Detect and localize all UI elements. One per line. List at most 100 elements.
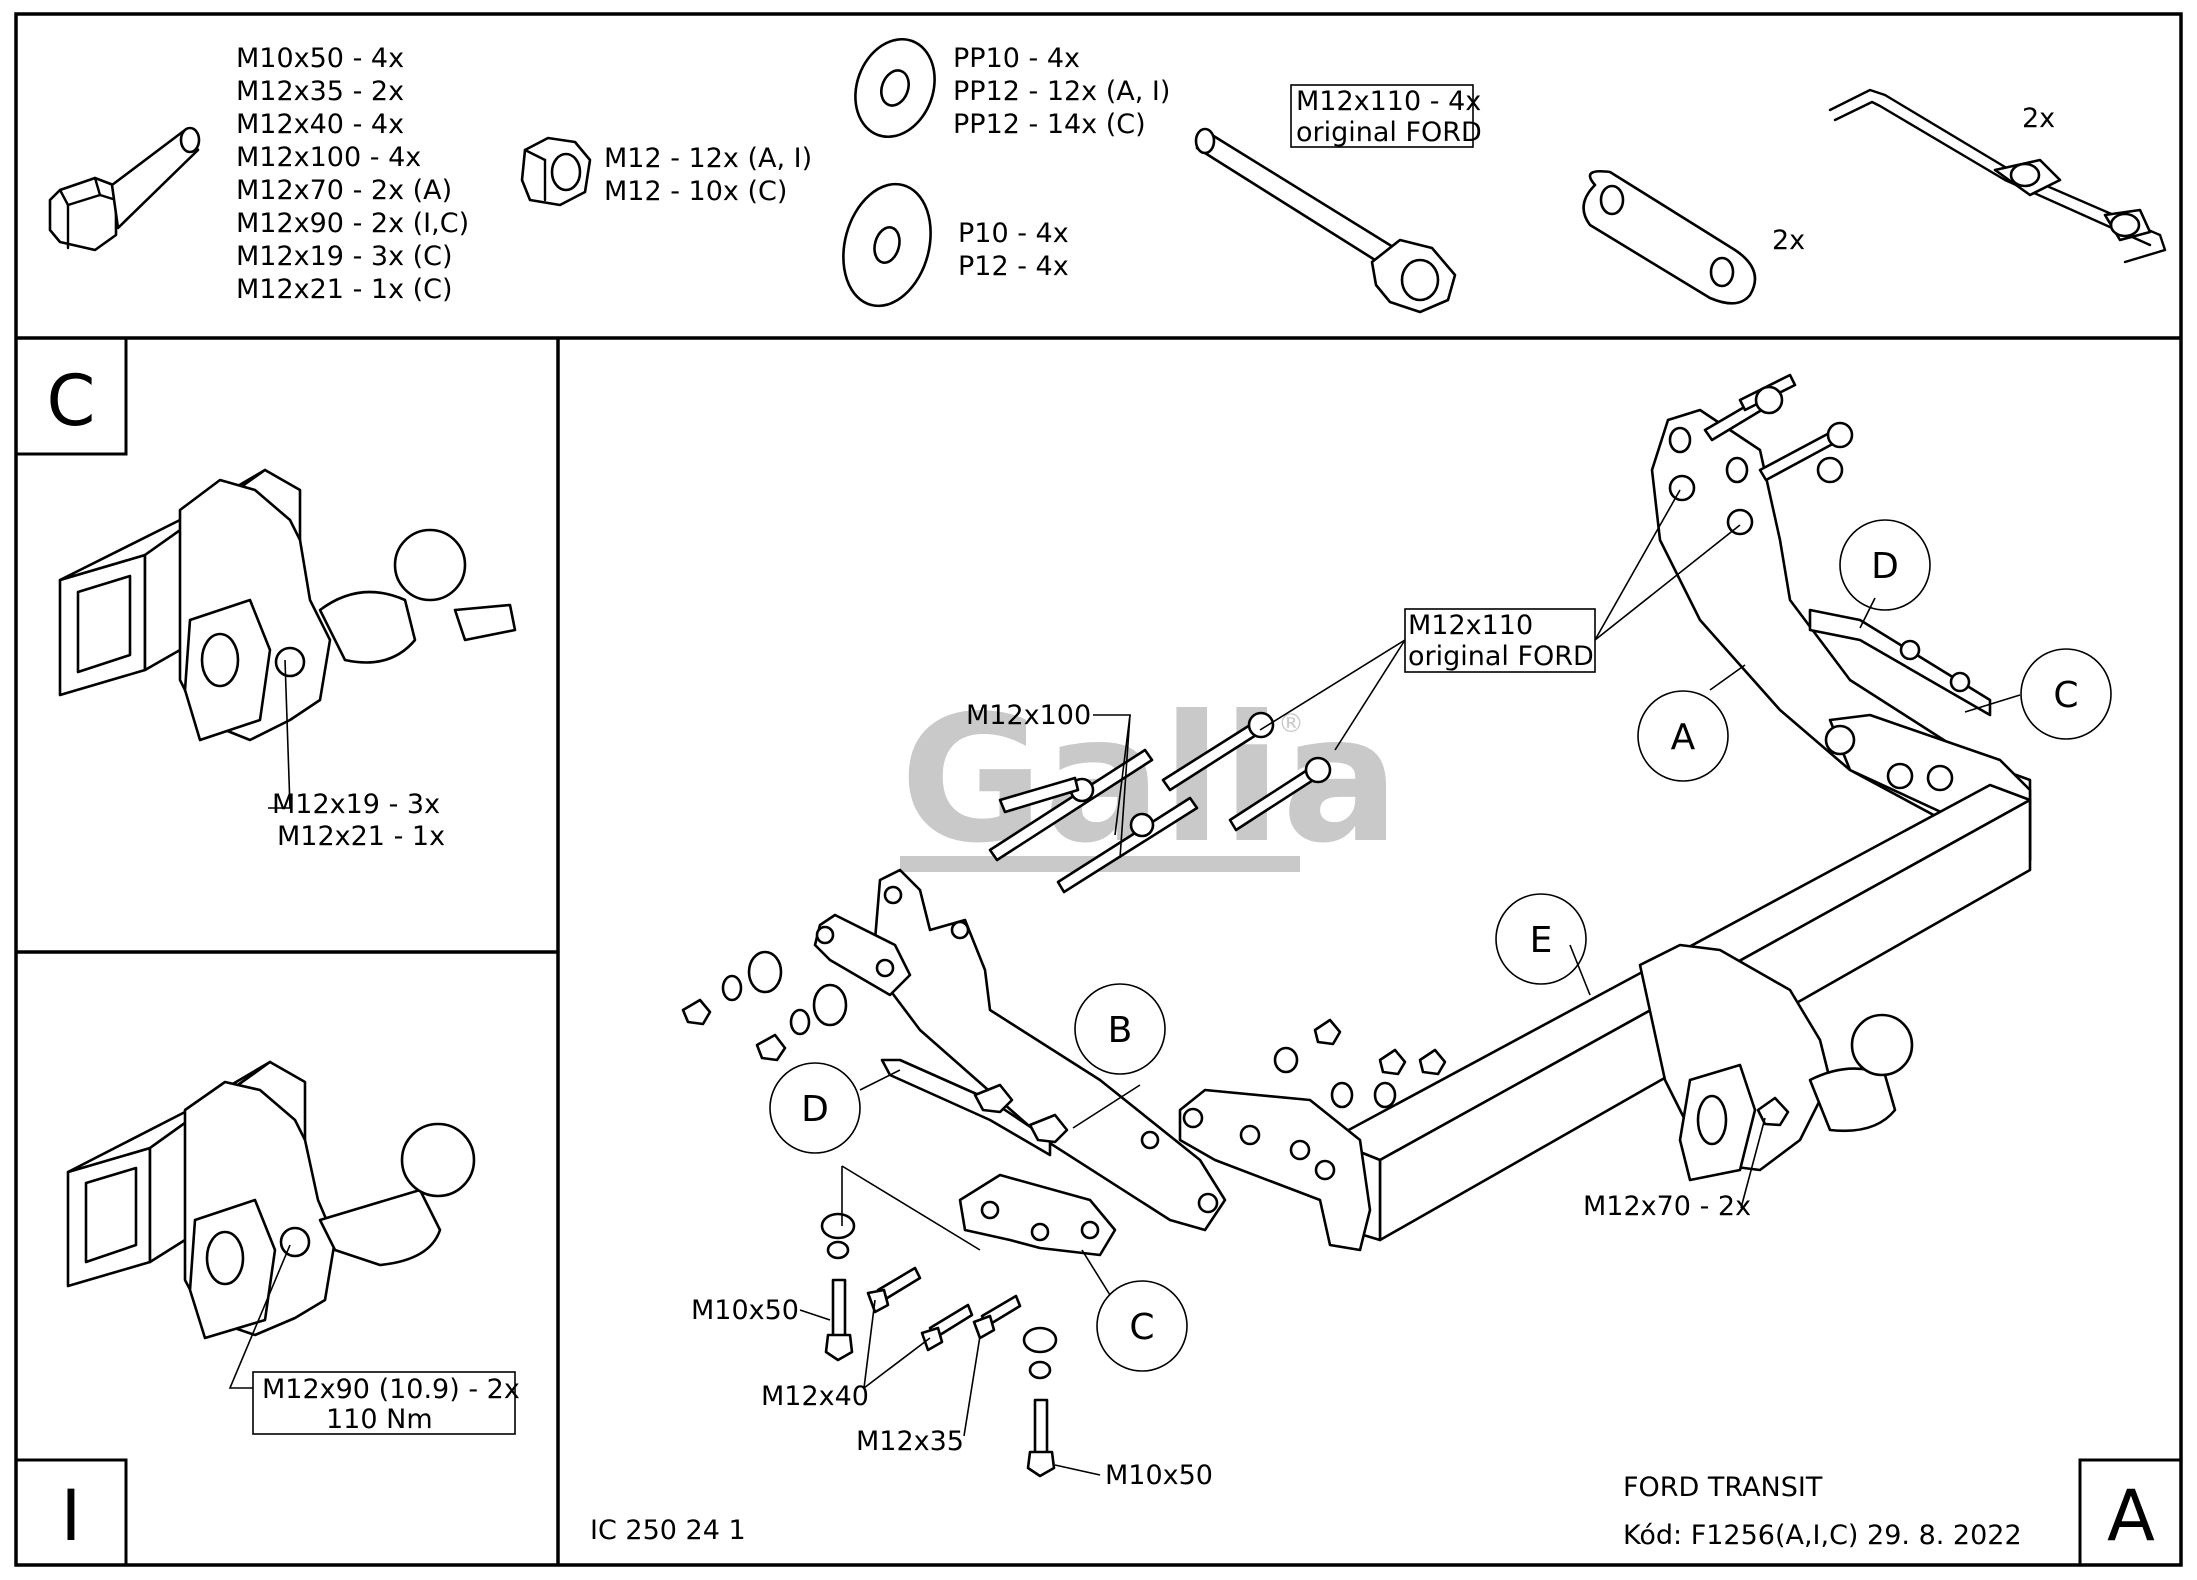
spring-washer-item-3: PP12 - 14x (C) (953, 109, 1146, 140)
bolt-item-6: M12x90 - 2x (I,C) (236, 208, 469, 239)
part-a-letter: A (1671, 717, 1696, 758)
flat-washer-icon (842, 182, 932, 308)
main-panel: Galia ® (590, 373, 2183, 1567)
panel-c-leader (268, 659, 291, 809)
bolt-item-8: M12x21 - 1x (C) (236, 274, 453, 305)
tow-hitch-i-drawing (66, 1060, 476, 1340)
hex-bolt-icon (48, 126, 201, 252)
part-d-left-letter: D (801, 1089, 829, 1130)
flat-washer-item-2: P12 - 4x (958, 251, 1069, 282)
m12x110-callout-1: M12x110 (1408, 610, 1533, 641)
panel-c-note-1: M12x19 - 3x (272, 789, 440, 820)
panel-i-note-box (252, 1371, 516, 1435)
part-c-lower-circle (1096, 1280, 1188, 1372)
spring-washer-list: PP10 - 4x PP12 - 12x (A, I) PP12 - 14x (… (953, 43, 1170, 140)
m12x110-leader-2 (1334, 639, 1406, 751)
ford-bolt-icon (1194, 127, 1457, 314)
panel-c-note-2: M12x21 - 1x (277, 821, 445, 852)
b-leader (1072, 1084, 1141, 1129)
spring-washer-icon (854, 37, 936, 139)
nut-item-2: M12 - 10x (C) (604, 176, 787, 207)
bolt-item-2: M12x35 - 2x (236, 76, 404, 107)
tow-hitch-c-drawing (58, 468, 517, 742)
a-leader (1709, 664, 1746, 691)
panel-c-label-box (14, 336, 128, 456)
vehicle-name: FORD TRANSIT (1623, 1472, 1823, 1503)
part-c-right-circle (2020, 648, 2112, 740)
bolt-item-4: M12x100 - 4x (236, 142, 421, 173)
m12x100-callout: M12x100 (966, 700, 1091, 731)
e-leader (1569, 944, 1591, 996)
m12x110-leader-4 (1594, 524, 1741, 641)
flat-washer-list: P10 - 4x P12 - 4x (958, 218, 1069, 282)
plate-qty: 2x (1772, 225, 1805, 256)
galia-watermark-reg: ® (1278, 709, 1304, 739)
part-letter-circles: D C A E B D C (769, 519, 2112, 1372)
d-left-leader (859, 1069, 901, 1091)
m12x40-callout: M12x40 (761, 1381, 869, 1412)
m12x35-callout: M12x35 (856, 1426, 964, 1457)
part-d-right-circle (1839, 519, 1931, 611)
panel-i-note-2: 110 Nm (326, 1404, 433, 1435)
panel-i-note-1: M12x90 (10.9) - 2x (262, 1374, 520, 1405)
main-label: A (2107, 1475, 2155, 1557)
ford-bolt-note: original FORD (1296, 117, 1482, 148)
flat-washer-item-1: P10 - 4x (958, 218, 1069, 249)
panel-c: C M12x19 - 3x M12x21 - 1x (14, 336, 517, 852)
panel-i: M12x90 (10.9) - 2x 110 Nm I (14, 1060, 520, 1567)
bolt-item-1: M10x50 - 4x (236, 43, 404, 74)
m10x50-a-leader (799, 1309, 831, 1321)
part-e-letter: E (1530, 920, 1553, 961)
c-right-leader (1964, 694, 2021, 713)
part-d-right-letter: D (1871, 546, 1899, 587)
spring-washer-item-2: PP12 - 12x (A, I) (953, 76, 1170, 107)
panel-i-label: I (61, 1475, 82, 1557)
m10x50-a-callout: M10x50 (691, 1295, 799, 1326)
nut-item-1: M12 - 12x (A, I) (604, 143, 812, 174)
m12x110-leader-3 (1594, 489, 1681, 641)
leader-lines (799, 489, 2021, 1476)
m12x110-callout-2: original FORD (1408, 641, 1594, 672)
m12x70-callout: M12x70 - 2x (1583, 1191, 1751, 1222)
m12x40-leader-2 (863, 1337, 931, 1389)
hex-nut-icon (520, 136, 592, 207)
nut-list: M12 - 12x (A, I) M12 - 10x (C) (604, 143, 812, 207)
bolt-item-3: M12x40 - 4x (236, 109, 404, 140)
parts-list-row: M10x50 - 4x M12x35 - 2x M12x40 - 4x M12x… (48, 37, 2167, 314)
drawing-code: IC 250 24 1 (590, 1515, 746, 1546)
flat-plate-icon (1582, 170, 1757, 305)
bolt-item-7: M12x19 - 3x (C) (236, 241, 453, 272)
panel-c-label: C (47, 360, 96, 442)
bracket-qty: 2x (2022, 103, 2055, 134)
part-c-right-letter: C (2053, 675, 2078, 716)
panel-i-label-box (14, 1458, 128, 1567)
m10x50-b-callout: M10x50 (1105, 1460, 1213, 1491)
part-a-circle (1637, 690, 1729, 782)
m12x110-box (1404, 608, 1596, 673)
part-c-lower-letter: C (1129, 1307, 1154, 1348)
c-lower-leader (1081, 1249, 1111, 1296)
spring-washer-item-1: PP10 - 4x (953, 43, 1080, 74)
m12x100-leader-2 (1119, 714, 1131, 859)
tow-bar-assembly-drawing (681, 373, 2032, 1478)
ford-bolt-qty: M12x110 - 4x (1296, 86, 1481, 117)
drawing-frames (14, 12, 2183, 1567)
kod-date: Kód: F1256(A,I,C) 29. 8. 2022 (1623, 1520, 2022, 1551)
angle-bracket-icon (1828, 88, 2167, 264)
bolt-list: M10x50 - 4x M12x35 - 2x M12x40 - 4x M12x… (236, 43, 469, 305)
m12x110-leader-1 (1259, 639, 1406, 731)
part-b-letter: B (1108, 1010, 1133, 1051)
part-d-left-circle (769, 1062, 861, 1154)
m12x40-leader-1 (863, 1299, 876, 1389)
bracket-c-connector-1 (841, 1165, 981, 1251)
main-label-box (2078, 1458, 2183, 1567)
panel-i-leader (228, 1244, 291, 1389)
outer-frame (14, 12, 2183, 1567)
part-e-circle (1495, 893, 1587, 985)
d-right-leader (1859, 597, 1876, 629)
m10x50-b-leader (1054, 1464, 1101, 1476)
part-b-circle (1074, 983, 1166, 1075)
ford-bolt-box (1290, 84, 1474, 148)
m12x70-leader (1740, 1117, 1766, 1209)
